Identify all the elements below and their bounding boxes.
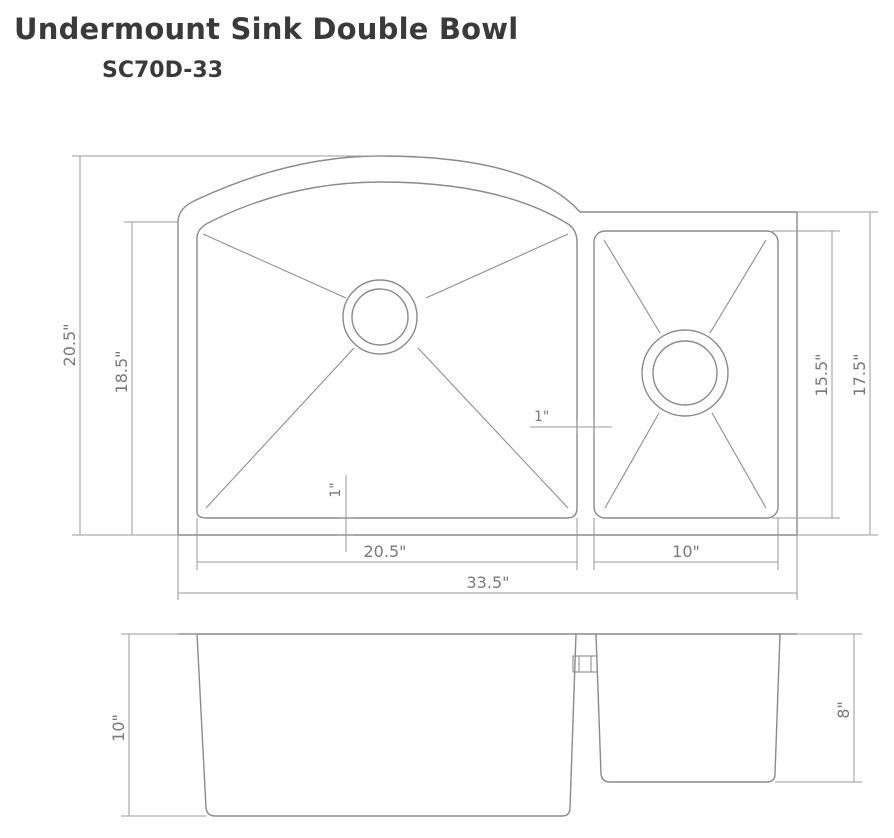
large-bowl-slope-line [205, 347, 355, 509]
large-bowl-depth-label: 18.5" [112, 351, 131, 394]
small-bowl-outline [593, 230, 779, 519]
small-side-depth-label: 17.5" [850, 354, 869, 397]
large-bowl-drain-inner [351, 288, 409, 346]
large-bowl-width-label: 20.5" [364, 542, 407, 561]
large-bowl-slope-line [425, 233, 569, 299]
front-view [121, 633, 862, 817]
small-bowl-depth-label: 15.5" [812, 354, 831, 397]
small-bowl-width-label: 10" [672, 542, 700, 561]
model-number: SC70D-33 [102, 58, 224, 83]
drawing-title: Undermount Sink Double Bowl [14, 12, 519, 46]
small-bowl-slope-line [603, 239, 661, 334]
small-bowl-slope-line [711, 412, 767, 509]
large-bowl-slope-line [417, 347, 569, 509]
outer-flange-outline [177, 155, 798, 536]
large-bowl-outline [196, 181, 578, 519]
large-bowl-height-label: 10" [109, 714, 128, 742]
small-bowl-slope-line [709, 239, 767, 334]
rim-offset-label: 1" [328, 482, 344, 497]
overall-width-label: 33.5" [467, 573, 510, 592]
large-bowl-profile [196, 633, 577, 817]
large-bowl-slope-line [202, 233, 347, 299]
divider-width-label: 1" [534, 409, 549, 425]
top-view [72, 155, 878, 600]
large-bowl-drain-outer [342, 279, 418, 355]
small-bowl-height-label: 8" [834, 701, 853, 719]
overall-depth-label: 20.5" [60, 324, 79, 367]
small-bowl-drain-inner [652, 340, 718, 406]
small-bowl-slope-line [604, 412, 660, 509]
small-bowl-drain-outer [641, 329, 729, 417]
small-bowl-profile [595, 633, 781, 783]
divider-clip [572, 655, 598, 673]
